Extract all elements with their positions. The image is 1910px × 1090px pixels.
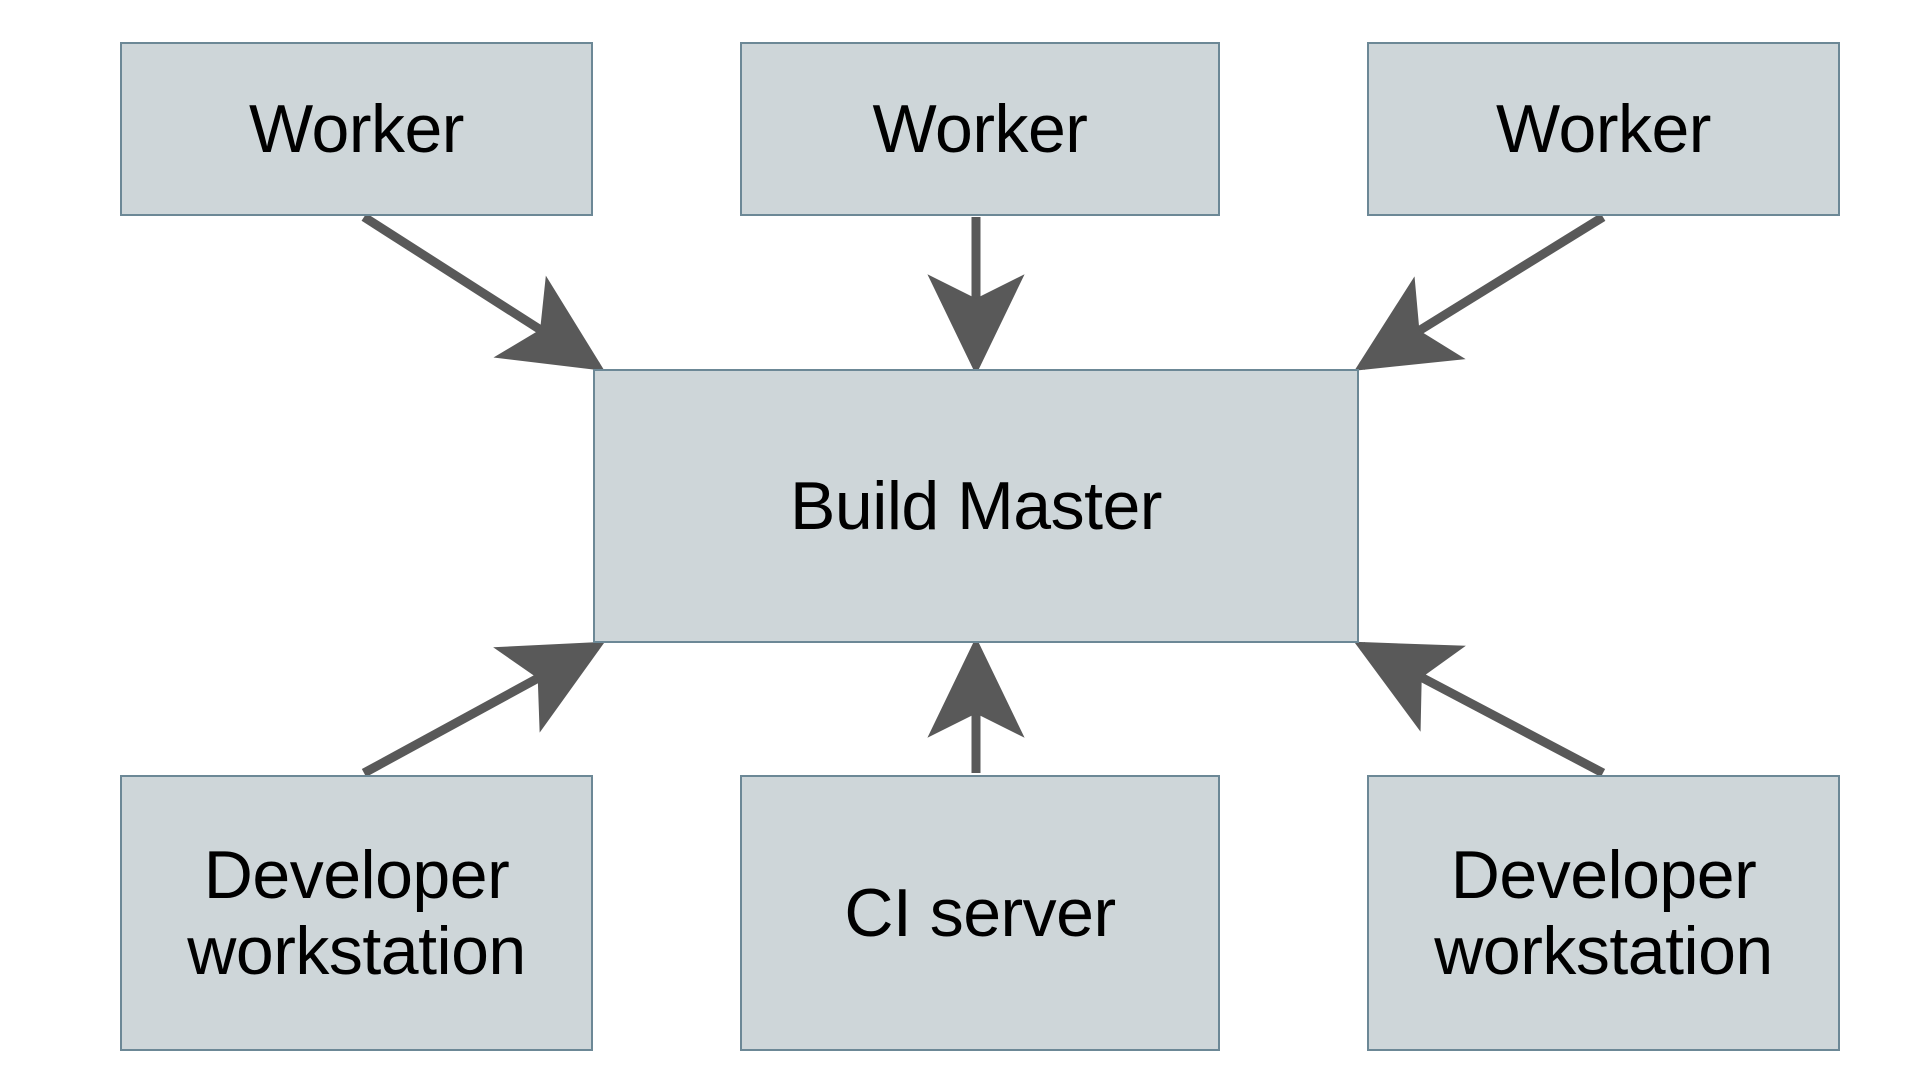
node-worker-2[interactable]: Worker <box>740 42 1220 216</box>
edge-dev-workstation-1-to-build-master <box>361 641 605 777</box>
edge-worker-3-to-build-master <box>1354 213 1606 371</box>
edge-worker-1-to-build-master <box>361 213 605 371</box>
node-ci-server[interactable]: CI server <box>740 775 1220 1051</box>
node-dev-workstation-2[interactable]: Developer workstation <box>1367 775 1840 1051</box>
node-dev-workstation-1[interactable]: Developer workstation <box>120 775 593 1051</box>
node-worker-2-label: Worker <box>872 90 1088 167</box>
node-ci-server-label: CI server <box>844 874 1116 951</box>
node-dev-workstation-2-label: Developer workstation <box>1434 836 1773 989</box>
node-build-master-label: Build Master <box>790 467 1162 544</box>
node-dev-workstation-1-label: Developer workstation <box>187 836 526 989</box>
node-worker-1[interactable]: Worker <box>120 42 593 216</box>
node-worker-3[interactable]: Worker <box>1367 42 1840 216</box>
node-worker-1-label: Worker <box>249 90 464 167</box>
node-worker-3-label: Worker <box>1496 90 1711 167</box>
edge-dev-workstation-2-to-build-master <box>1354 641 1606 777</box>
node-build-master[interactable]: Build Master <box>593 369 1359 643</box>
